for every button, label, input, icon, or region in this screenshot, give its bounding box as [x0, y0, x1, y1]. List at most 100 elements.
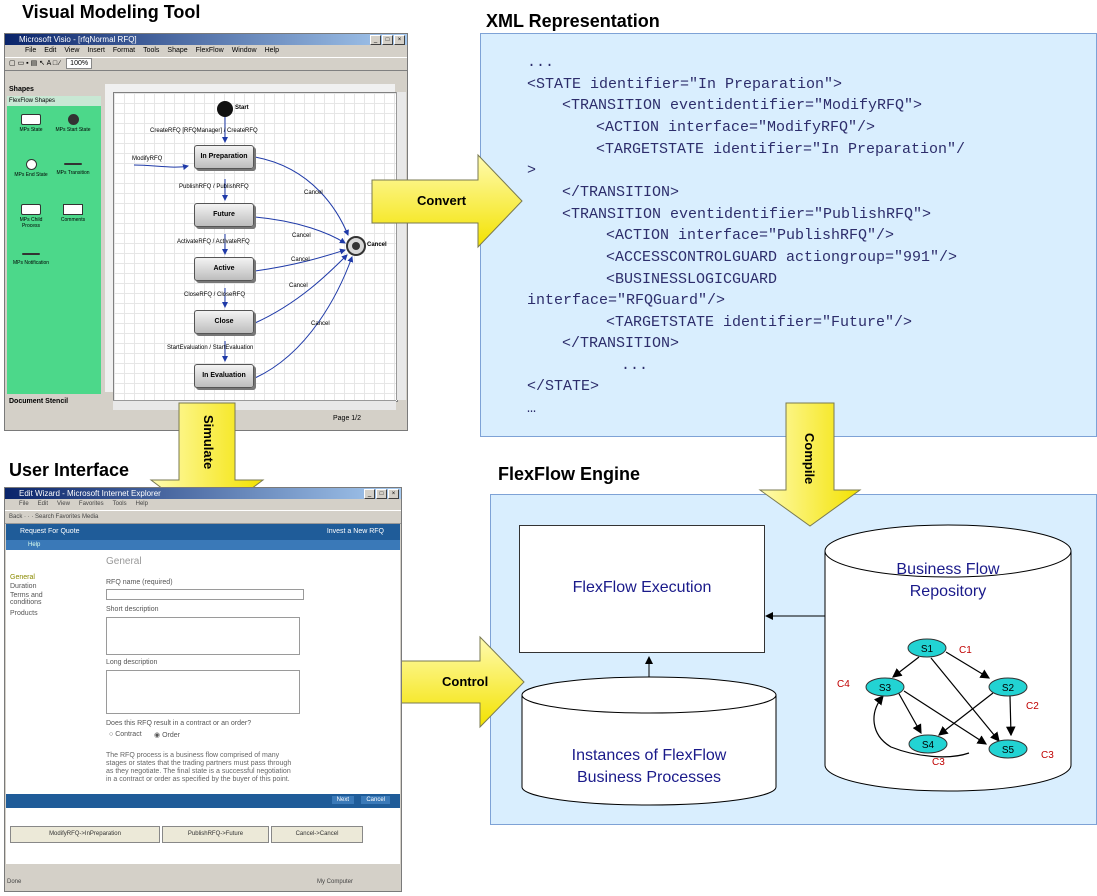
stencil-item-child-process[interactable]: MPs Child Process [11, 204, 51, 229]
stencil-item-state[interactable]: MPs State [11, 114, 51, 133]
menu-insert[interactable]: Insert [87, 47, 105, 54]
repository-label-2: Repository [909, 583, 987, 600]
minimize-button[interactable]: _ [370, 35, 381, 45]
rfq-name-input[interactable] [106, 589, 304, 600]
browser-menu-favorites[interactable]: Favorites [78, 501, 104, 507]
stencil-item-comments[interactable]: Comments [53, 204, 93, 223]
page-status: Page 1/2 [333, 415, 362, 422]
long-desc-textarea[interactable] [106, 670, 300, 714]
state-diagram [133, 101, 366, 379]
browser-toolbar[interactable]: Back · · · Search Favorites Media [5, 510, 401, 524]
menu-tools[interactable]: Tools [143, 47, 160, 54]
transition-modify [133, 164, 189, 170]
xml-line-14: </TRANSITION> [562, 335, 680, 352]
browser-window-controls: _ □ × [364, 489, 399, 499]
close-transition-label: CloseRFQ / CloseRFQ [184, 292, 246, 298]
stencil-item-start-state[interactable]: MPs Start State [53, 114, 93, 133]
save-icon[interactable]: ▪ [26, 60, 29, 67]
nav-products[interactable]: Products [10, 610, 38, 617]
page-header-link[interactable]: Invest a New RFQ [326, 528, 384, 535]
rectangle-tool-icon[interactable]: □ [52, 60, 58, 67]
svg-text:S4: S4 [922, 740, 935, 751]
page-subheader[interactable]: Help [6, 540, 400, 550]
browser-maximize-button[interactable]: □ [376, 489, 387, 499]
menu-view[interactable]: View [64, 47, 80, 54]
document-stencil-tab[interactable]: Document Stencil [9, 398, 69, 405]
menu-flexflow[interactable]: FlexFlow [195, 47, 224, 54]
line-tool-icon[interactable]: ∕ [59, 60, 61, 67]
wizard-cancel-button[interactable]: Cancel [361, 796, 390, 804]
state-in-evaluation[interactable]: In Evaluation [194, 364, 254, 388]
stencil-item-end-state[interactable]: MPs End State [11, 159, 51, 178]
stencil-item-notification[interactable]: MPs Notification [11, 249, 51, 266]
horizontal-scrollbar[interactable] [113, 400, 396, 410]
visio-window: Microsoft Visio - [rfqNormal RFQ] _ □ × … [4, 33, 408, 431]
start-eval-transition-label: StartEvaluation / StartEvaluation [167, 345, 254, 351]
drawing-canvas[interactable]: Start Cancel CreateRFQ [RFQManager] / Cr… [113, 92, 398, 402]
radio-contract[interactable]: ○ Contract [109, 731, 142, 738]
browser-menu-file[interactable]: File [19, 501, 29, 507]
browser-menu-tools[interactable]: Tools [112, 501, 127, 507]
start-label: Start [235, 105, 249, 111]
browser-menu-edit[interactable]: Edit [37, 501, 49, 507]
xml-representation-title: XML Representation [486, 11, 660, 31]
xml-line-1: ... [527, 54, 555, 71]
execution-label: FlexFlow Execution [572, 579, 712, 596]
control-label: Control [442, 674, 489, 689]
menu-file[interactable]: File [25, 47, 37, 54]
xml-line-6: > [527, 162, 537, 179]
svg-text:S3: S3 [879, 683, 892, 694]
state-close[interactable]: Close [194, 310, 254, 334]
publish-rfq-button[interactable]: PublishRFQ->Future [162, 826, 269, 843]
visio-toolbar: ▢ ▭ ▪ ▤ ↖ A □ ∕ 100% [5, 57, 407, 71]
compile-arrow [758, 402, 862, 527]
nav-duration[interactable]: Duration [10, 583, 37, 590]
condition-c4: C4 [837, 679, 850, 690]
engine-panel: FlexFlow Execution [490, 494, 1097, 825]
cancel-label-2: Cancel [292, 233, 311, 239]
menu-shape[interactable]: Shape [167, 47, 188, 54]
modify-rfq-button[interactable]: ModifyRFQ->InPreparation [10, 826, 160, 843]
zoom-select[interactable]: 100% [66, 58, 93, 69]
next-button[interactable]: Next [331, 796, 354, 804]
short-desc-textarea[interactable] [106, 617, 300, 655]
radio-order[interactable]: ◉ Order [154, 732, 180, 739]
state-active[interactable]: Active [194, 257, 254, 281]
stencil-item-transition[interactable]: MPs Transition [53, 159, 93, 176]
browser-menu-help[interactable]: Help [135, 501, 148, 507]
new-icon[interactable]: ▢ [9, 60, 16, 67]
state-in-preparation[interactable]: In Preparation [194, 145, 254, 169]
browser-close-button[interactable]: × [388, 489, 399, 499]
nav-general[interactable]: General [10, 574, 35, 581]
svg-text:S5: S5 [1002, 745, 1015, 756]
maximize-button[interactable]: □ [382, 35, 393, 45]
open-icon[interactable]: ▭ [17, 60, 25, 67]
browser-window-title: Edit Wizard - Microsoft Internet Explore… [19, 489, 161, 498]
stencil-name[interactable]: FlexFlow Shapes [7, 96, 101, 106]
node-s5: S5 [988, 739, 1028, 759]
menu-help[interactable]: Help [264, 47, 279, 54]
shapes-header: Shapes [7, 84, 101, 96]
vertical-scrollbar[interactable] [396, 92, 406, 400]
browser-minimize-button[interactable]: _ [364, 489, 375, 499]
svg-text:S1: S1 [921, 644, 934, 655]
cancel-end-core [352, 242, 360, 250]
browser-content: Request For Quote Invest a New RFQ Help … [6, 524, 400, 864]
visio-menubar: File Edit View Insert Format Tools Shape… [5, 45, 407, 57]
nav-terms[interactable]: Terms and conditions [10, 592, 43, 606]
menu-format[interactable]: Format [112, 47, 136, 54]
node-s3: S3 [865, 677, 905, 697]
close-button[interactable]: × [394, 35, 405, 45]
state-future[interactable]: Future [194, 203, 254, 227]
menu-edit[interactable]: Edit [44, 47, 57, 54]
compile-label: Compile [802, 433, 817, 485]
print-icon[interactable]: ▤ [30, 60, 38, 67]
browser-menu-view[interactable]: View [57, 501, 70, 507]
xml-line-3: <TRANSITION eventidentifier="ModifyRFQ"> [562, 97, 923, 114]
menu-window[interactable]: Window [231, 47, 257, 54]
xml-line-5: <TARGETSTATE identifier="In Preparation"… [596, 141, 966, 158]
text-tool-icon[interactable]: A [46, 60, 51, 67]
process-graph [873, 651, 1016, 758]
pointer-icon[interactable]: ↖ [39, 60, 46, 67]
cancel-rfq-button[interactable]: Cancel->Cancel [271, 826, 363, 843]
